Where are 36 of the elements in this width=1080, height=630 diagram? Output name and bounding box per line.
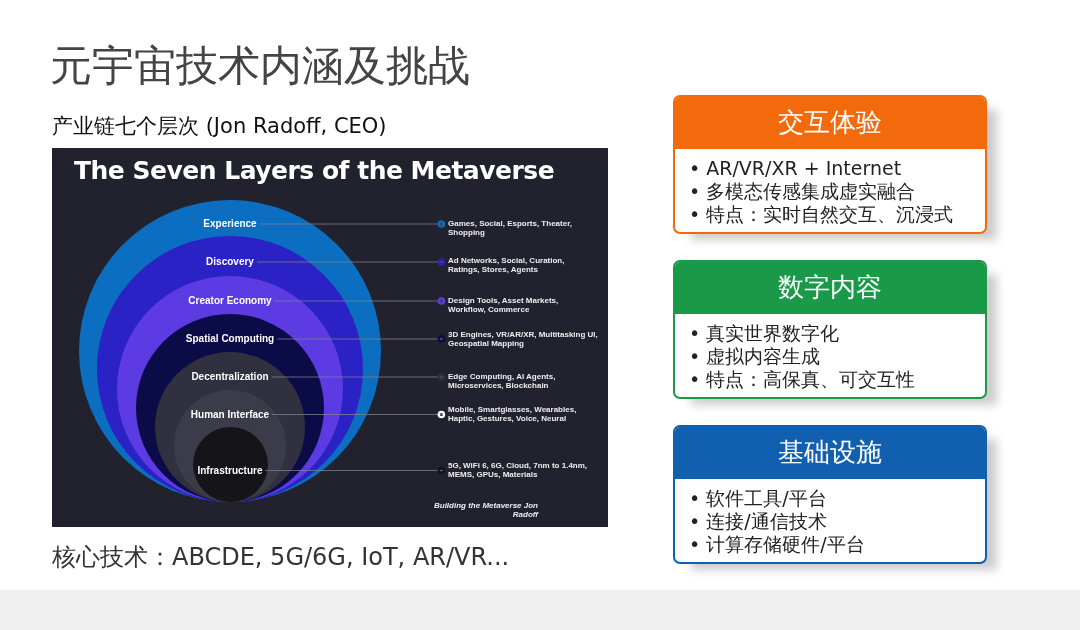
layer-label: Experience [203,219,257,229]
bullet-item: • 软件工具/平台 [689,487,828,510]
layer-description: Design Tools, Asset Markets, Workflow, Commerce [448,296,598,314]
card-heading: 交互体验 [675,97,985,149]
image-title: The Seven Layers of the Metaverse [74,156,555,185]
layer-description: 5G, WiFi 6, 6G, Cloud, 7nm to 1.4nm, MEMS, GPUs, Materials [448,461,598,479]
layer-description: Edge Computing, AI Agents, Microservices, Blockchain [448,372,598,390]
bullet-item: • 多模态传感集成虚实融合 [689,180,917,203]
attribution-text: Building the Metaverse Jon Radoff [432,501,538,519]
layer-description: Games, Social, Esports, Theater, Shopping [448,219,598,237]
info-card [673,95,987,234]
layer-description: Mobile, Smartglasses, Wearables, Haptic, Gestures, Voice, Neural [448,405,598,423]
info-card [673,260,987,399]
layer-label: Human Interface [190,409,270,420]
layer-circle [192,427,268,502]
layer-label: Infrastructure [197,465,263,476]
layer-description: 3D Engines, VR/AR/XR, Multitasking UI, Geospatial Mapping [448,330,598,348]
layer-circle [174,390,286,502]
layer-label: Spatial Computing [185,334,275,344]
bullet-item: • 真实世界数字化 [689,322,841,345]
layer-description: Ad Networks, Social, Curation, Ratings, Stores, Agents [448,256,598,274]
layer-label: Discovery [206,257,254,267]
layer-label: Decentralization [191,372,269,382]
bullet-item: • 连接/通信技术 [689,510,828,533]
slide-title: 元宇宙技术内涵及挑战 [50,40,470,92]
bullet-item: • 特点：高保真、可交互性 [689,368,917,391]
info-card [673,425,987,564]
subtitle: 产业链七个层次 (Jon Radoff, CEO) [52,113,387,140]
bullet-item: • 计算存储硬件/平台 [689,533,866,556]
layer-label: Creator Economy [188,296,272,306]
card-heading: 数字内容 [675,262,985,314]
bullet-item: • 特点：实时自然交互、沉浸式 [689,203,955,226]
bullet-item: • 虚拟内容生成 [689,345,822,368]
core-tech-text: 核心技术：ABCDE, 5G/6G, IoT, AR/VR... [52,542,510,573]
bullet-item: • AR/VR/XR + Internet [689,157,903,180]
card-heading: 基础设施 [675,427,985,479]
